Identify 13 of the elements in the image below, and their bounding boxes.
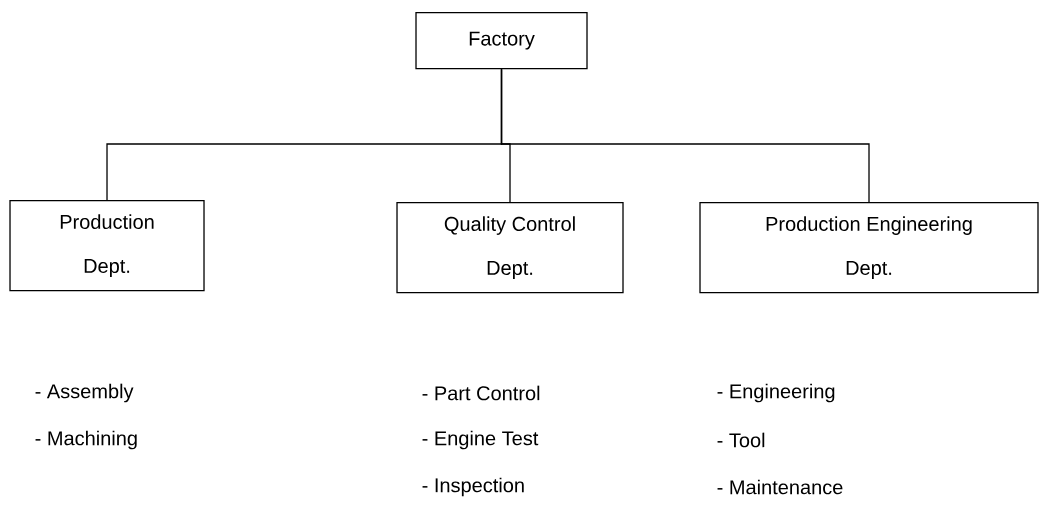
list-item: - Engine Test bbox=[422, 430, 539, 450]
list-item: - Tool bbox=[717, 432, 765, 448]
list-item: - Part Control bbox=[422, 385, 540, 401]
list-item: - Inspection bbox=[422, 477, 524, 497]
org-box: Quality Control Dept. bbox=[396, 202, 624, 294]
org-box: Production Dept. bbox=[9, 200, 205, 292]
list-item: - Machining bbox=[35, 430, 137, 450]
org-box: Factory bbox=[415, 12, 588, 70]
org-box: Production Engineering Dept. bbox=[699, 202, 1039, 294]
connector-line bbox=[500, 68, 870, 203]
list-item: - Assembly bbox=[35, 383, 134, 403]
list-item: - Maintenance bbox=[717, 479, 843, 495]
list-item: - Engineering bbox=[717, 383, 835, 403]
